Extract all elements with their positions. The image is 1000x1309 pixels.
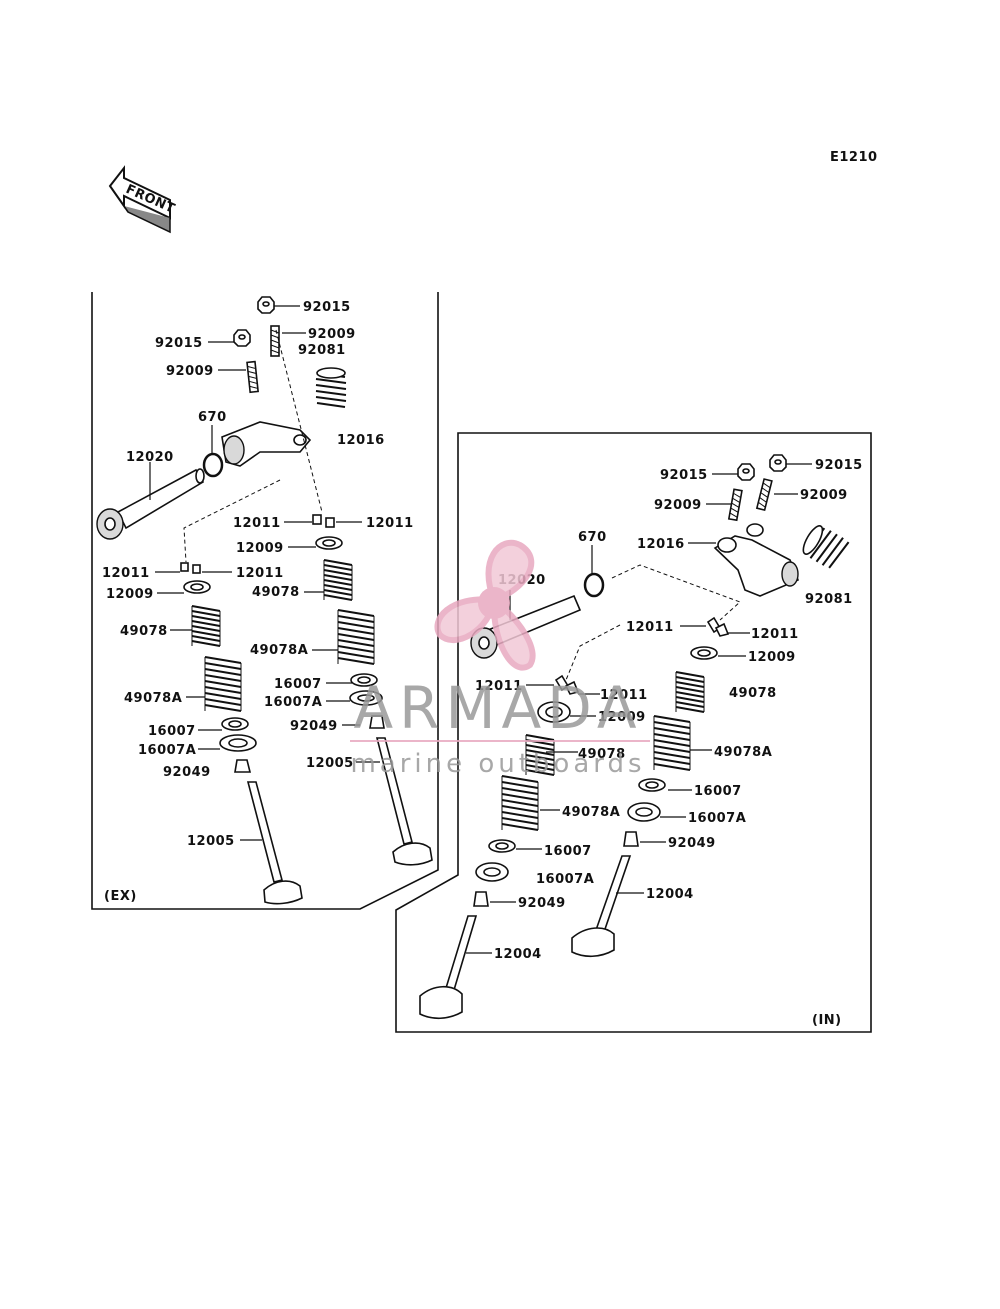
in-label-49078-a: 49078	[729, 686, 777, 701]
ex-label-92009-a: 92009	[308, 327, 356, 342]
diagram-code: E1210	[830, 150, 878, 165]
in-label-12011-c: 12011	[475, 679, 523, 694]
intake-frame	[395, 432, 872, 1033]
in-side-parts	[419, 454, 850, 1020]
in-label-12011-d: 12011	[600, 688, 648, 703]
ex-label-92015-a: 92015	[303, 300, 351, 315]
in-label-12011-b: 12011	[751, 627, 799, 642]
in-label-49078-b: 49078	[578, 747, 626, 762]
ex-label-12011-a: 12011	[233, 516, 281, 531]
ex-label-92049-b: 92049	[163, 765, 211, 780]
ex-label-92081: 92081	[298, 343, 346, 358]
ex-label-12011-c: 12011	[102, 566, 150, 581]
watermark-tagline: marine outboards	[350, 749, 645, 779]
in-label-12011-a: 12011	[626, 620, 674, 635]
watermark-brand: ARMADA	[353, 674, 642, 742]
in-label-92015-a: 92015	[815, 458, 863, 473]
ex-label-92015-b: 92015	[155, 336, 203, 351]
ex-label-49078-b: 49078	[120, 624, 168, 639]
ex-label-12016: 12016	[337, 433, 385, 448]
in-label-12009-a: 12009	[748, 650, 796, 665]
in-label-92049-b: 92049	[518, 896, 566, 911]
in-label-92009-a: 92009	[800, 488, 848, 503]
in-label-12009-b: 12009	[598, 710, 646, 725]
armada-watermark: ARMADA marine outboards	[350, 540, 650, 779]
ex-label-92009-b: 92009	[166, 364, 214, 379]
in-label-92049-a: 92049	[668, 836, 716, 851]
in-label-670: 670	[578, 530, 607, 545]
ex-label-49078-a: 49078	[252, 585, 300, 600]
in-label-16007A-a: 16007A	[688, 811, 746, 826]
in-leader-lines	[466, 463, 812, 954]
ex-label-12009-a: 12009	[236, 541, 284, 556]
ex-label-12009-b: 12009	[106, 587, 154, 602]
in-label-16007-b: 16007	[544, 844, 592, 859]
ex-label-12011-d: 12011	[236, 566, 284, 581]
in-label-12004-b: 12004	[494, 947, 542, 962]
ex-label-670: 670	[198, 410, 227, 425]
ex-label-49078A-b: 49078A	[124, 691, 182, 706]
ex-label-12011-b: 12011	[366, 516, 414, 531]
in-label-49078A-a: 49078A	[714, 745, 772, 760]
exhaust-label: (EX)	[104, 889, 137, 904]
ex-label-12020: 12020	[126, 450, 174, 465]
in-label-16007-a: 16007	[694, 784, 742, 799]
front-arrow-icon: FRONT	[108, 165, 177, 234]
in-label-92009-b: 92009	[654, 498, 702, 513]
ex-side-parts	[96, 296, 433, 905]
propeller-hub-icon	[478, 587, 510, 619]
ex-label-16007A-a: 16007A	[264, 695, 322, 710]
ex-label-12005-b: 12005	[187, 834, 235, 849]
in-label-16007A-b: 16007A	[536, 872, 594, 887]
ex-label-16007A-b: 16007A	[138, 743, 196, 758]
ex-label-92049-a: 92049	[290, 719, 338, 734]
in-label-92015-b: 92015	[660, 468, 708, 483]
ex-label-16007-b: 16007	[148, 724, 196, 739]
ex-leader-lines	[149, 305, 380, 841]
in-label-92081: 92081	[805, 592, 853, 607]
in-label-12016: 12016	[637, 537, 685, 552]
ex-label-16007-a: 16007	[274, 677, 322, 692]
in-label-49078A-b: 49078A	[562, 805, 620, 820]
ex-label-12005-a: 12005	[306, 756, 354, 771]
in-label-12004-a: 12004	[646, 887, 694, 902]
exhaust-frame	[91, 292, 439, 910]
ex-label-49078A-a: 49078A	[250, 643, 308, 658]
intake-label: (IN)	[812, 1013, 842, 1028]
